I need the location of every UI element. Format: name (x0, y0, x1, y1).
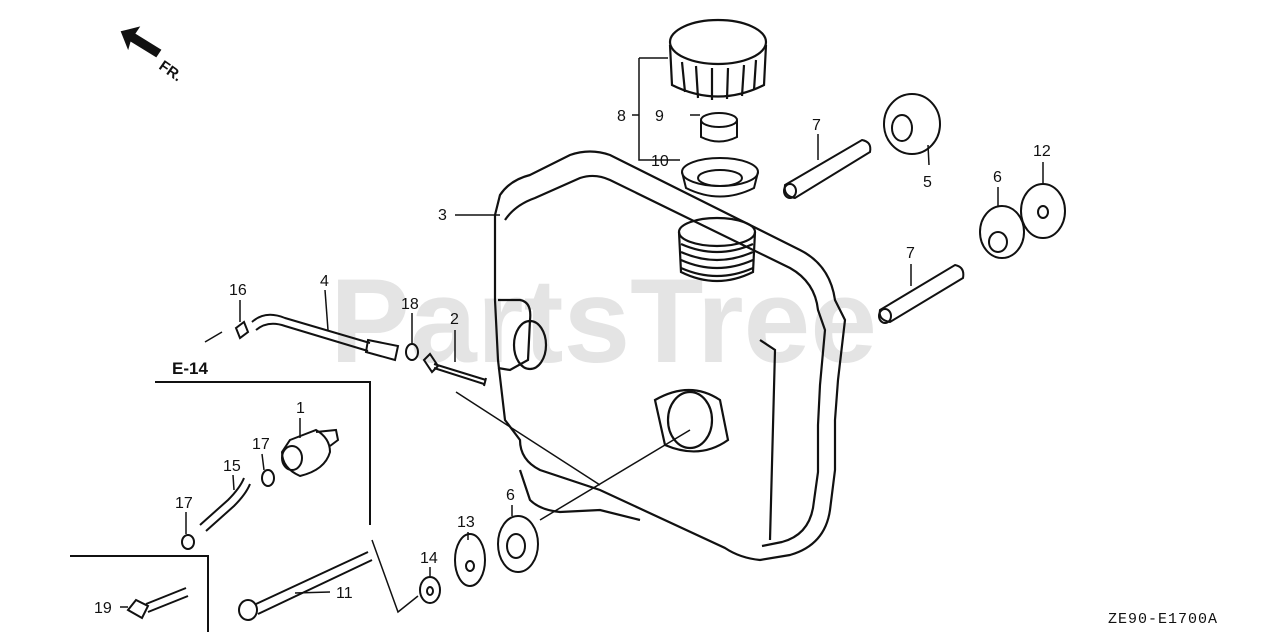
callout-leaders (120, 57, 1044, 614)
callout-7-lower: 7 (906, 245, 915, 262)
callout-16: 16 (229, 282, 247, 299)
bolt-19 (126, 587, 189, 620)
grommet-right (979, 205, 1025, 259)
washer-14 (419, 576, 441, 604)
callout-8: 8 (617, 108, 626, 125)
bolt-2 (422, 352, 487, 387)
fuel-tank (493, 150, 847, 562)
direction-label: FR. (156, 57, 186, 85)
washer-right (1020, 183, 1066, 239)
washer-13 (454, 533, 486, 587)
hose-clip-16 (234, 320, 250, 340)
hose-15 (199, 477, 251, 532)
callout-2: 2 (450, 311, 459, 328)
callout-3: 3 (438, 207, 447, 224)
fuel-strainer (681, 157, 759, 198)
watermark: PartsTree (330, 254, 877, 388)
callout-15: 15 (223, 458, 241, 475)
callout-18: 18 (401, 296, 419, 313)
callout-1: 1 (296, 400, 305, 417)
collar-lower (878, 263, 965, 324)
fuel-cap (668, 18, 768, 100)
callout-14: 14 (420, 550, 438, 567)
callout-6-right: 6 (993, 169, 1002, 186)
bolt-11 (238, 551, 373, 621)
callout-17-top: 17 (252, 436, 270, 453)
callout-5: 5 (923, 174, 932, 191)
callout-4: 4 (320, 273, 329, 290)
cap-insert (700, 112, 738, 143)
hose-clip-17-bottom (181, 534, 195, 550)
diagram-code: ZE90-E1700A (1108, 611, 1218, 628)
section-frame (70, 381, 371, 632)
callout-17-bottom: 17 (175, 495, 193, 512)
callout-11: 11 (336, 585, 353, 602)
grommet-bottom (497, 515, 539, 573)
fuel-tube (251, 313, 400, 362)
callout-7-upper: 7 (812, 117, 821, 134)
callout-10: 10 (651, 153, 669, 170)
grommet-top (883, 93, 941, 155)
callout-13: 13 (457, 514, 475, 531)
callout-19: 19 (94, 600, 112, 617)
reference-label: E-14 (172, 359, 208, 378)
hose-clip-17-top (261, 469, 275, 487)
callout-6-bottom: 6 (506, 487, 515, 504)
callout-12: 12 (1033, 143, 1051, 160)
fuel-valve (280, 428, 340, 478)
callout-9: 9 (655, 108, 664, 125)
assembly-lines (455, 391, 691, 521)
callout-labels: 1 2 3 4 5 6 6 7 7 8 9 10 11 12 13 14 15 … (94, 108, 1051, 617)
front-direction-arrow-icon (120, 26, 162, 58)
collar-upper (783, 138, 872, 200)
